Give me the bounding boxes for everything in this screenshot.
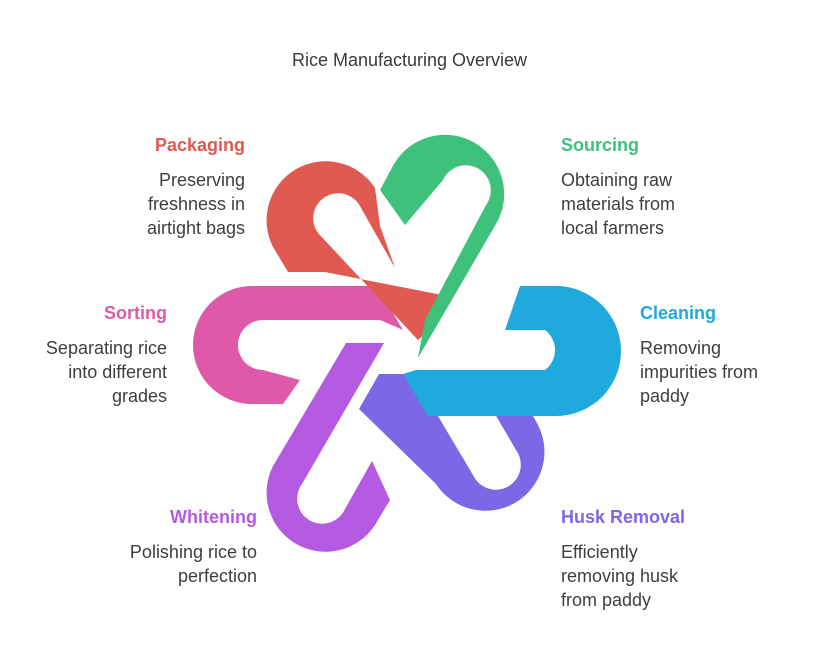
- packaging-loop: [266, 161, 447, 340]
- whitening-loop: [266, 343, 390, 552]
- sourcing-loop: [380, 134, 505, 358]
- stage-title: Sorting: [104, 303, 167, 323]
- stage-sorting: Sorting Separating rice into different g…: [0, 301, 167, 408]
- stage-title: Cleaning: [640, 303, 717, 323]
- stage-title: Sourcing: [561, 135, 640, 155]
- stage-description: Preserving freshness in airtight bags: [146, 170, 245, 238]
- stage-packaging: Packaging Preserving freshness in airtig…: [55, 133, 245, 240]
- stage-whitening: Whitening Polishing rice to perfection: [67, 505, 257, 588]
- stage-husk-removal: Husk Removal Efficiently removing husk f…: [561, 505, 751, 612]
- stage-title: Husk Removal: [561, 507, 686, 527]
- stage-description: Polishing rice to perfection: [129, 542, 257, 586]
- sorting-loop: [193, 286, 403, 404]
- stage-sourcing: Sourcing Obtaining raw materials from lo…: [561, 133, 751, 240]
- stage-description: Separating rice into different grades: [45, 338, 167, 406]
- stage-title: Whitening: [170, 507, 257, 527]
- stage-cleaning: Cleaning Removing impurities from paddy: [640, 301, 819, 408]
- stage-description: Efficiently removing husk from paddy: [561, 542, 679, 610]
- cleaning-loop: [403, 286, 621, 416]
- stage-description: Removing impurities from paddy: [640, 338, 759, 406]
- diagram-title: Rice Manufacturing Overview: [291, 50, 528, 70]
- stage-title: Packaging: [154, 135, 245, 155]
- stage-description: Obtaining raw materials from local farme…: [561, 170, 676, 238]
